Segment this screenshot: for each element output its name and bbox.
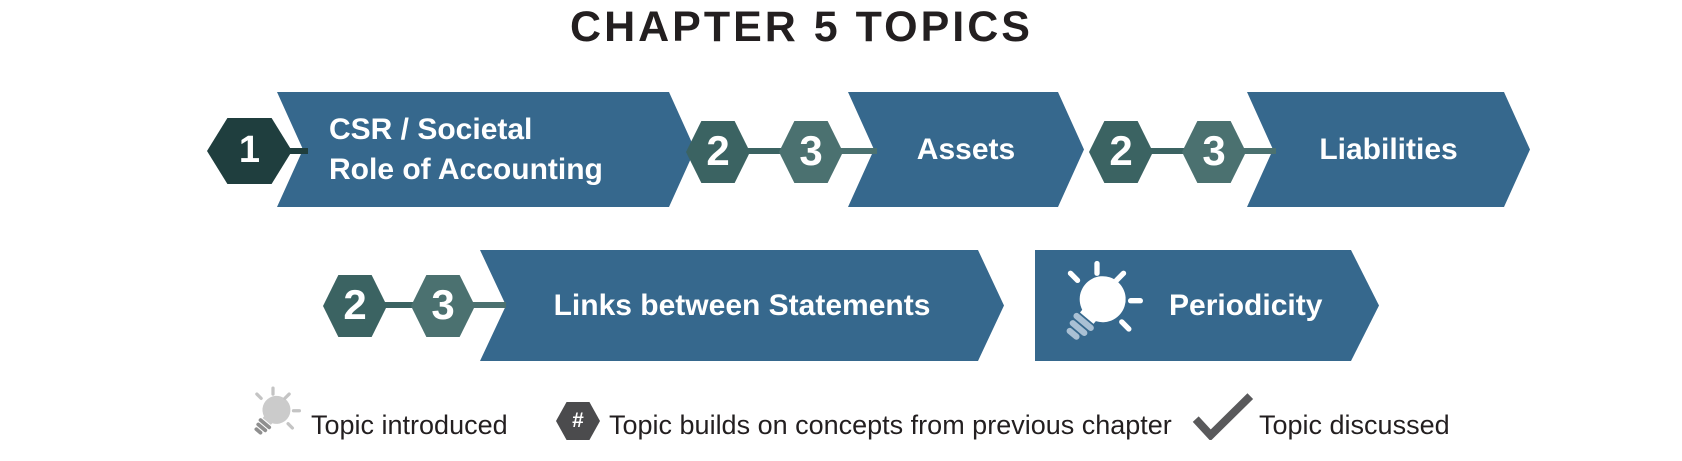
figure-title: CHAPTER 5 TOPICS	[570, 3, 1033, 51]
chapter-badge-number: 3	[431, 281, 455, 328]
chapter-badge-number: 2	[343, 281, 367, 328]
chapter-badge-hexagon: 2	[323, 275, 387, 337]
topic-banner-assets: Assets	[848, 92, 1084, 207]
chapter-badge-hexagon: 2	[1089, 121, 1153, 183]
topic-label: CSR / Societal Role of Accounting	[329, 112, 603, 186]
topic-banner-periodicity: Periodicity	[1035, 250, 1379, 361]
legend-label-builds: Topic builds on concepts from previous c…	[609, 410, 1172, 440]
topic-banner-links: Links between Statements	[480, 250, 1004, 361]
chapter-badge-number: 2	[706, 127, 730, 174]
topic-label: Assets	[916, 132, 1016, 166]
badge-connector	[384, 302, 416, 308]
topic-label: Links between Statements	[553, 288, 931, 322]
badge-connector	[1149, 148, 1187, 154]
legend-label-discussed: Topic discussed	[1259, 410, 1450, 440]
chapter-badge-hexagon: 2	[686, 121, 750, 183]
chapter-badge-number: 2	[1109, 127, 1133, 174]
chapter-badge-hexagon: 1	[207, 118, 292, 184]
hash-glyph: #	[572, 409, 584, 432]
lightbulb-icon	[254, 386, 301, 435]
legend-label-introduced: Topic introduced	[311, 410, 508, 440]
badge-connector	[746, 148, 784, 154]
badge-connector	[286, 148, 308, 154]
topic-label: Liabilities	[1319, 132, 1458, 166]
chapter-badge-hexagon: 3	[411, 275, 475, 337]
topic-label: Periodicity	[1169, 288, 1323, 322]
hexagon-hash-icon: #	[556, 402, 600, 440]
chapter-badge-number: 1	[238, 128, 261, 171]
chapter-badge-number: 3	[799, 127, 823, 174]
badge-connector	[1242, 148, 1276, 154]
chapter-badge-number: 3	[1202, 127, 1226, 174]
topic-banner-csr: CSR / Societal Role of Accounting	[277, 92, 695, 207]
chapter-badge-hexagon: 3	[1182, 121, 1246, 183]
topic-banner-liabilities: Liabilities	[1247, 92, 1530, 207]
chapter-badge-hexagon: 3	[779, 121, 843, 183]
badge-connector	[472, 302, 506, 308]
badge-connector	[839, 148, 877, 154]
lightbulb-icon	[1051, 260, 1143, 352]
checkmark-icon	[1192, 393, 1254, 440]
